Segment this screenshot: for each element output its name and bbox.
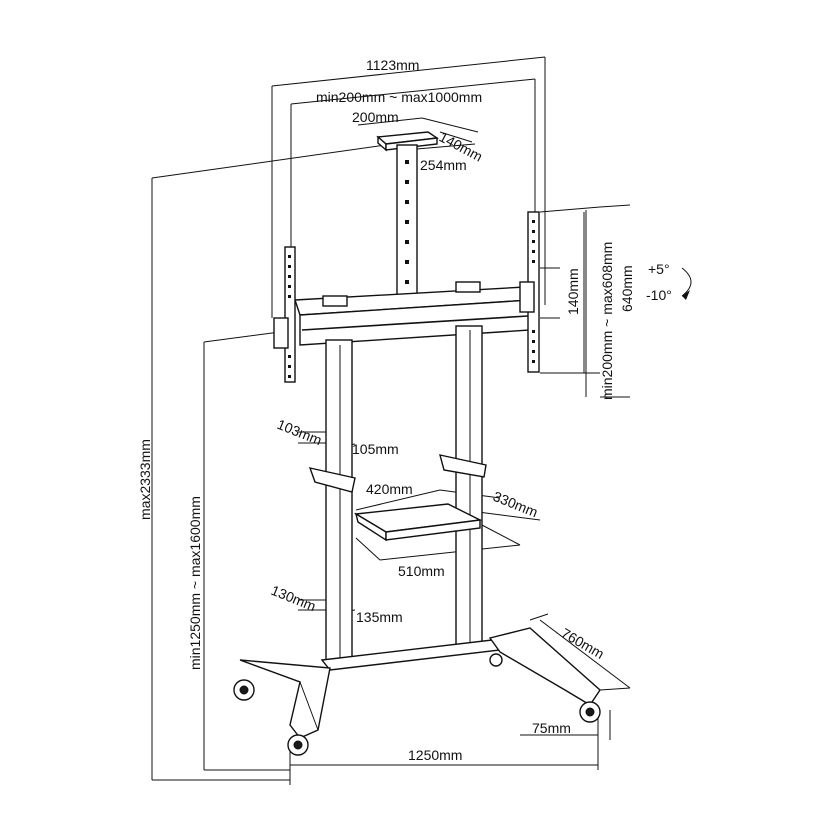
label-tilt-up: +5° <box>648 261 670 277</box>
label-top-plate-span: 254mm <box>420 157 467 173</box>
label-clamp-lower-b: 135mm <box>356 609 403 625</box>
dim-height-range <box>203 329 296 771</box>
top-plate <box>376 131 439 152</box>
upper-clamp-right <box>439 454 487 478</box>
label-clamp-upper-b: 105mm <box>352 441 399 457</box>
label-shelf-outer: 510mm <box>398 563 445 579</box>
label-height-range: min1250mm ~ max1600mm <box>187 496 203 670</box>
dim-vesa-range <box>290 78 536 250</box>
label-top-plate-width: 200mm <box>352 109 399 125</box>
caster-front-right <box>287 734 309 756</box>
caster-rear-mid <box>489 653 503 667</box>
label-vesa-range: min200mm ~ max1000mm <box>316 89 482 105</box>
label-bracket-range: min200mm ~ max608mm <box>599 242 615 400</box>
right-bracket <box>519 211 540 373</box>
left-column <box>325 339 353 663</box>
label-base-depth: 760mm <box>559 625 607 662</box>
dim-bracket <box>539 204 631 398</box>
caster-rear-right <box>579 701 601 723</box>
right-column <box>455 325 483 649</box>
dim-base <box>289 613 631 785</box>
label-max-height: max2333mm <box>137 439 153 520</box>
label-caster-offset: 75mm <box>532 720 571 736</box>
label-overall-width: 1123mm <box>366 57 419 73</box>
dim-overall-width <box>271 56 546 318</box>
label-bracket-hole: 140mm <box>565 268 581 315</box>
tilt-arrow <box>681 267 692 297</box>
label-tilt-down: -10° <box>646 287 672 303</box>
caster-front-left <box>233 679 255 701</box>
upper-clamp-left <box>308 467 356 493</box>
shelf <box>353 503 483 542</box>
dim-max-height <box>151 142 401 781</box>
label-shelf-width: 420mm <box>366 481 413 497</box>
label-base-width: 1250mm <box>408 747 462 763</box>
label-shelf-depth: 330mm <box>491 488 540 520</box>
center-pole <box>396 144 418 301</box>
tilt-arrow-head <box>682 290 690 300</box>
dim-shelf <box>355 489 541 561</box>
label-bracket-length: 640mm <box>619 265 635 312</box>
base-left-leg <box>239 659 331 739</box>
left-bracket <box>273 246 296 383</box>
label-clamp-lower-a: 130mm <box>269 582 318 614</box>
